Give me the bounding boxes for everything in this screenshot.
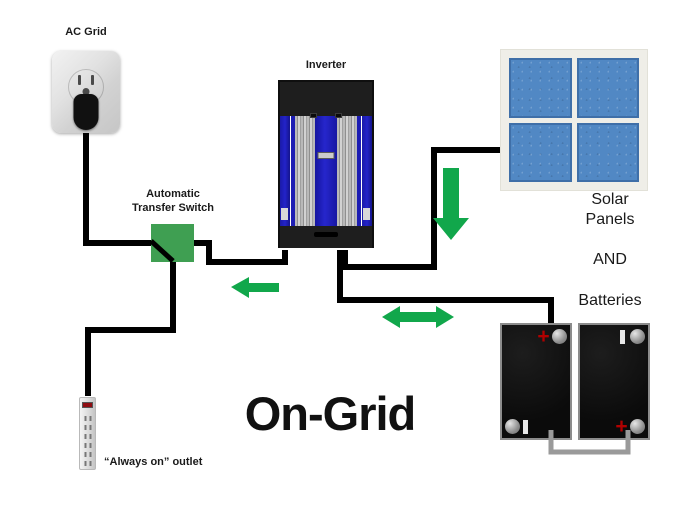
- page-title: On-Grid: [244, 387, 417, 440]
- battery-plus-icon: +: [615, 415, 628, 438]
- arrow-battery-bidirectional: [382, 306, 454, 328]
- ats-switch-lever-icon: [149, 239, 175, 263]
- solar-cell: [576, 58, 639, 118]
- inverter-display: [317, 152, 335, 159]
- label-automatic-transfer-switch: Automatic Transfer Switch: [132, 188, 214, 214]
- inverter-screw: [335, 113, 342, 118]
- solar-cell: [509, 122, 572, 182]
- battery-interconnect-wire: [548, 430, 631, 455]
- ac-grid-outlet[interactable]: [52, 51, 120, 133]
- inverter-screw: [310, 113, 317, 118]
- battery-minus-icon: [523, 420, 528, 434]
- power-strip-outlet[interactable]: [83, 416, 92, 421]
- inverter-center-panel: [315, 90, 337, 238]
- inverter-rail-tab: [363, 208, 370, 220]
- ac-plug[interactable]: [73, 94, 99, 130]
- label-batteries: Batteries: [578, 292, 642, 309]
- battery-terminal-positive: [552, 329, 567, 344]
- inverter-rail-tab: [281, 208, 288, 220]
- battery-plus-icon: +: [537, 325, 550, 348]
- inverter-top-cap: [280, 82, 372, 118]
- battery-right[interactable]: +: [578, 323, 650, 440]
- solar-cell: [576, 122, 639, 182]
- solar-panel-array[interactable]: [501, 50, 647, 190]
- arrow-pv-to-inverter: [433, 168, 469, 240]
- battery-left[interactable]: +: [500, 323, 572, 440]
- label-ac-grid: AC Grid: [65, 26, 107, 38]
- inverter-handle: [314, 232, 338, 237]
- inverter-bottom-cap: [280, 226, 372, 248]
- label-solar-panels: Solar Panels: [585, 191, 635, 228]
- battery-terminal-positive: [630, 419, 645, 434]
- arrow-inverter-to-ats: [231, 277, 279, 298]
- solar-cell: [509, 58, 572, 118]
- power-strip-outlet[interactable]: [83, 425, 92, 430]
- label-always-on-outlet: “Always on” outlet: [104, 456, 203, 468]
- wire-ats-to-strip: [85, 258, 176, 396]
- inverter-unit[interactable]: [276, 80, 376, 250]
- label-and: AND: [593, 251, 627, 268]
- outlet-slot-left: [78, 75, 81, 85]
- label-inverter: Inverter: [305, 59, 347, 71]
- wire-inverter-to-battery: [337, 250, 554, 325]
- power-strip-switch[interactable]: [82, 402, 93, 408]
- power-strip-outlet[interactable]: [83, 434, 92, 439]
- battery-terminal-negative: [505, 419, 520, 434]
- power-strip-outlet[interactable]: [83, 443, 92, 448]
- battery-terminal-negative: [630, 329, 645, 344]
- power-strip[interactable]: [79, 397, 96, 470]
- automatic-transfer-switch[interactable]: [151, 224, 194, 262]
- power-strip-outlet[interactable]: [83, 452, 92, 457]
- outlet-ground-pin: [82, 88, 90, 95]
- outlet-socket-icon: [71, 73, 101, 99]
- outlet-slot-right: [91, 75, 94, 85]
- battery-minus-icon: [620, 330, 625, 344]
- power-strip-outlet[interactable]: [83, 461, 92, 466]
